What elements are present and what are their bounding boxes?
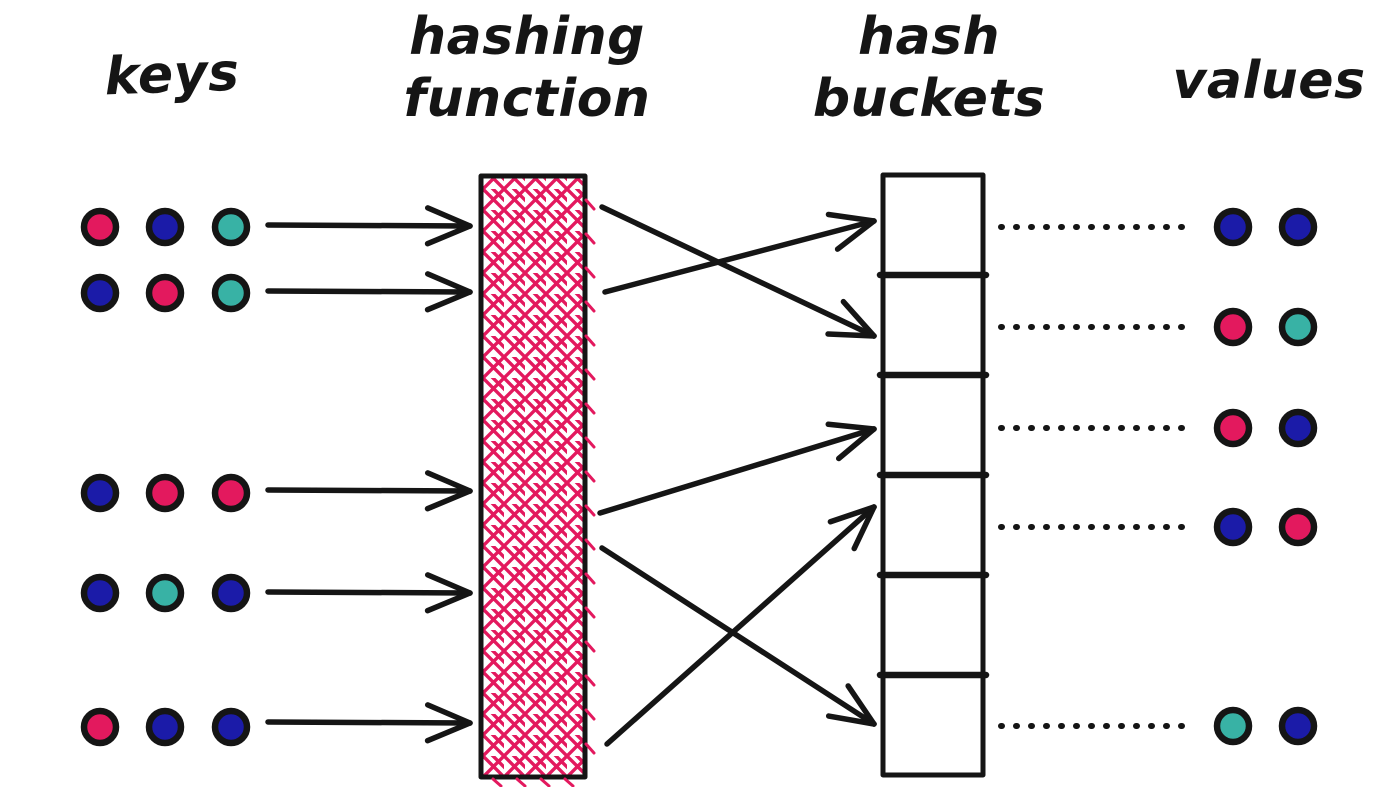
value-dot-blue <box>1213 207 1253 247</box>
hatch-overshoot-tick <box>584 674 596 687</box>
key-dot-teal <box>211 273 251 313</box>
hash-to-bucket-arrow <box>599 545 877 727</box>
hash-to-bucket-arrow <box>597 421 877 516</box>
value-dot-teal <box>1278 307 1318 347</box>
hatch-overshoot-tick <box>491 777 503 787</box>
key-dot-blue <box>145 707 185 747</box>
hatch-overshoot-tick <box>584 402 596 415</box>
hatch-overshoot-tick <box>584 436 596 449</box>
key-dot-blue <box>80 273 120 313</box>
key-row <box>80 207 251 247</box>
bucket-cell <box>880 672 986 778</box>
hatch-overshoot-tick <box>584 572 596 585</box>
key-to-hash-arrow <box>265 702 473 744</box>
hatch-overshoot-tick <box>584 266 596 279</box>
hatch-overshoot-tick <box>584 334 596 347</box>
hash-buckets-label-line2: buckets <box>812 69 1046 129</box>
key-dot-pink <box>80 707 120 747</box>
value-row <box>1213 207 1318 247</box>
hashing-function-label-line2: function <box>403 69 651 129</box>
hash-to-bucket-arrow <box>604 504 877 747</box>
key-to-hash-arrow <box>265 470 473 512</box>
hatch-overshoot-tick <box>584 300 596 313</box>
hashing-function-label: hashing function <box>404 6 651 130</box>
bucket-cell <box>880 172 986 278</box>
hash-function-box <box>478 173 596 787</box>
value-dot-teal <box>1213 706 1253 746</box>
hatch-overshoot-tick <box>584 538 596 551</box>
key-row <box>80 573 251 613</box>
hatch-overshoot-tick <box>539 777 551 787</box>
key-row <box>80 273 251 313</box>
value-dot-pink <box>1213 408 1253 448</box>
hatch-overshoot-tick <box>584 606 596 619</box>
bucket-cell <box>880 272 986 378</box>
value-row <box>1213 307 1318 347</box>
key-to-hash-arrow <box>265 572 473 614</box>
key-dot-teal <box>145 573 185 613</box>
hatch-overshoot-tick <box>584 198 596 211</box>
hatch-overshoot-tick <box>584 470 596 483</box>
hatch-overshoot-tick <box>584 708 596 721</box>
key-dot-pink <box>145 473 185 513</box>
hash-buckets-group <box>876 172 990 778</box>
value-dot-blue <box>1278 207 1318 247</box>
key-to-hash-arrow <box>265 271 473 313</box>
hatch-overshoot-tick <box>563 777 575 787</box>
value-dot-blue <box>1278 408 1318 448</box>
key-dot-blue <box>80 473 120 513</box>
hatch-overshoot-tick <box>584 232 596 245</box>
value-row <box>1213 706 1318 746</box>
hash-to-bucket-arrow <box>599 204 877 339</box>
hatch-overshoot-tick <box>584 742 596 755</box>
hatch-overshoot-tick <box>584 640 596 653</box>
hash-buckets-label-line1: hash <box>857 7 1001 67</box>
key-dot-blue <box>145 207 185 247</box>
key-dot-blue <box>211 707 251 747</box>
value-dot-blue <box>1213 507 1253 547</box>
values-group <box>1213 207 1318 746</box>
key-row <box>80 707 251 747</box>
key-dot-blue <box>80 573 120 613</box>
value-dot-pink <box>1278 507 1318 547</box>
hatch-overshoot-tick <box>584 504 596 517</box>
key-dot-teal <box>211 207 251 247</box>
hash-buckets-label: hash buckets <box>813 6 1045 130</box>
key-dot-blue <box>211 573 251 613</box>
hashing-function-label-line1: hashing <box>409 7 645 67</box>
values-label: values <box>1172 51 1366 111</box>
key-dot-pink <box>145 273 185 313</box>
bucket-cell <box>880 472 986 578</box>
value-dot-pink <box>1213 307 1253 347</box>
key-dot-pink <box>211 473 251 513</box>
hatch-overshoot-tick <box>584 368 596 381</box>
hash-to-bucket-arrow <box>602 211 877 295</box>
key-dot-pink <box>80 207 120 247</box>
value-row <box>1213 408 1318 448</box>
key-row <box>80 473 251 513</box>
keys-group <box>80 207 251 747</box>
hatch-overshoot-tick <box>515 777 527 787</box>
value-dot-blue <box>1278 706 1318 746</box>
key-to-hash-arrow <box>265 205 473 247</box>
value-row <box>1213 507 1318 547</box>
bucket-cell <box>880 372 986 478</box>
bucket-cell <box>880 572 986 678</box>
